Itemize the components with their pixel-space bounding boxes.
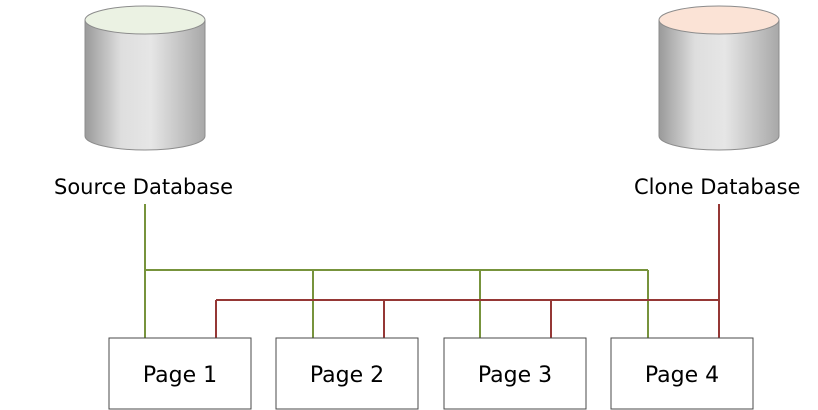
page-box-2: Page 2 bbox=[275, 337, 419, 410]
source-database-top bbox=[84, 5, 206, 35]
source-database-body bbox=[84, 20, 206, 151]
page-box-4-rect bbox=[610, 337, 754, 410]
page-2-label: Page 2 bbox=[310, 363, 384, 388]
source-connectors bbox=[144, 204, 649, 338]
page-1-label: Page 1 bbox=[143, 363, 217, 388]
source-database-icon bbox=[84, 5, 206, 151]
source-database-label: Source Database bbox=[54, 175, 234, 199]
page-box-1: Page 1 bbox=[108, 337, 252, 410]
page-box-1-rect bbox=[108, 337, 252, 410]
page-4-label: Page 4 bbox=[645, 363, 719, 388]
page-box-3-rect bbox=[443, 337, 587, 410]
clone-database-label: Clone Database bbox=[634, 175, 801, 199]
page-box-3: Page 3 bbox=[443, 337, 587, 410]
clone-database-icon bbox=[658, 5, 780, 151]
clone-connectors bbox=[215, 204, 720, 338]
clone-database-body bbox=[658, 20, 780, 151]
page-box-4: Page 4 bbox=[610, 337, 754, 410]
page-box-2-rect bbox=[275, 337, 419, 410]
clone-database-top bbox=[658, 5, 780, 35]
page-3-label: Page 3 bbox=[478, 363, 552, 388]
